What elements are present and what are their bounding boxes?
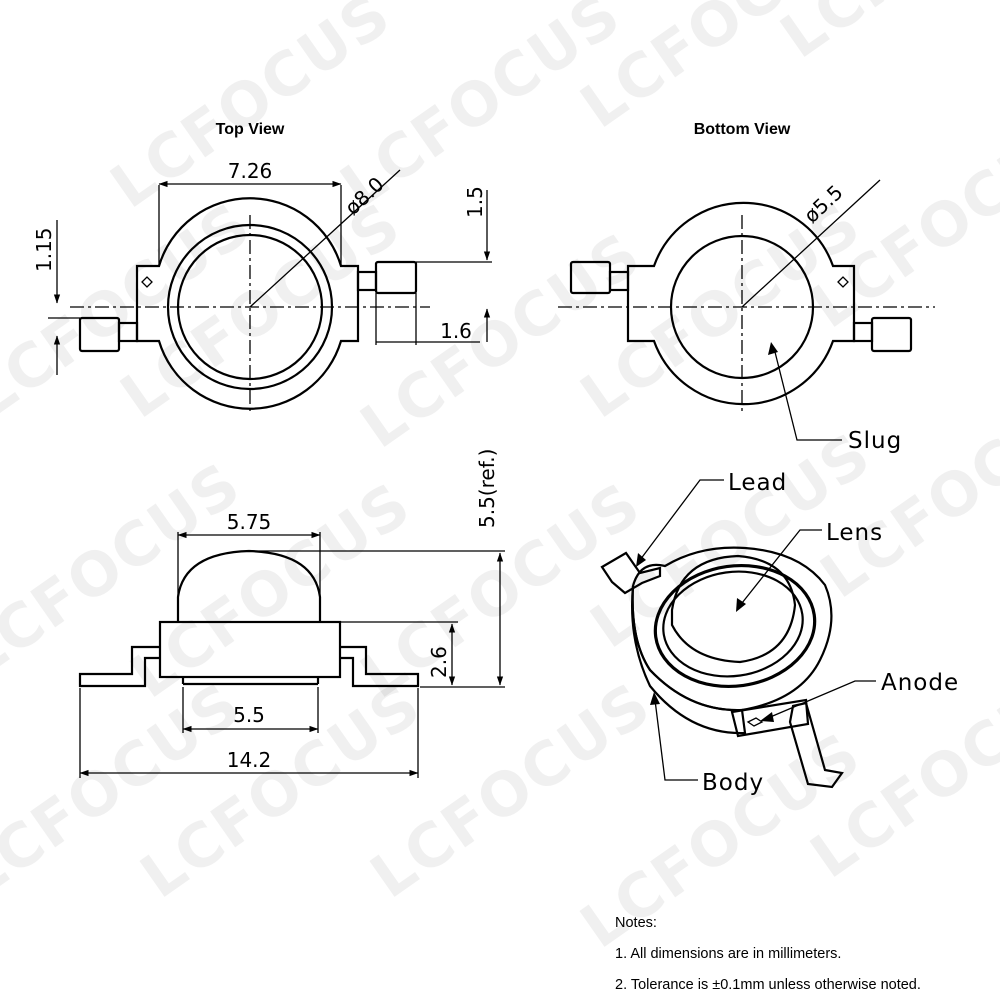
notes-heading: Notes: bbox=[615, 915, 657, 931]
lens-leader bbox=[741, 529, 822, 604]
lens-label: Lens bbox=[826, 520, 883, 546]
note-item: 1. All dimensions are in millimeters. bbox=[615, 946, 842, 962]
dim-leader-dia-5-5 bbox=[741, 179, 881, 308]
slug-leader bbox=[774, 351, 842, 441]
perspective-view: Lead Lens Anode Body bbox=[600, 470, 959, 796]
dim-label-5-75: 5.75 bbox=[227, 510, 272, 534]
top-view-left-lead bbox=[78, 316, 121, 353]
anode-leader-arrow bbox=[760, 712, 774, 722]
top-view-right-lead bbox=[374, 260, 418, 295]
bottom-view-title: Bottom View bbox=[694, 121, 791, 138]
lead-leader bbox=[639, 479, 724, 561]
perspective-right-lead bbox=[788, 701, 844, 789]
watermark: LCFOCUS LCFOCUS LCFOCUS LCFOCUS LCFOCUS … bbox=[0, 0, 1000, 962]
dim-label-7-26: 7.26 bbox=[228, 159, 273, 183]
perspective-lens-ring-inner bbox=[662, 570, 804, 678]
side-view-lens-dome bbox=[176, 549, 322, 622]
body-leader-arrow bbox=[650, 692, 660, 705]
dim-label-1-6: 1.6 bbox=[440, 319, 472, 343]
watermark-text: LCFOCUS bbox=[768, 0, 1000, 72]
perspective-left-lead bbox=[600, 551, 662, 595]
top-view-polarity-mark bbox=[141, 276, 153, 288]
dim-leader-dia-8 bbox=[249, 169, 401, 308]
dim-label-1-5: 1.5 bbox=[463, 186, 487, 218]
side-view-left-lead bbox=[78, 645, 160, 688]
lens-leader-arrow bbox=[736, 598, 746, 612]
dim-label-14-2: 14.2 bbox=[227, 748, 272, 772]
dim-label-2-6: 2.6 bbox=[427, 646, 451, 678]
perspective-lens-dome bbox=[670, 554, 797, 664]
notes-block: Notes: 1. All dimensions are in millimet… bbox=[615, 908, 995, 1000]
bottom-view-body-outline bbox=[626, 201, 856, 406]
perspective-polarity-mark bbox=[746, 717, 764, 727]
anode-leader bbox=[767, 680, 876, 719]
top-view-title: Top View bbox=[216, 121, 285, 138]
slug-leader-arrow bbox=[768, 342, 778, 355]
perspective-body-top bbox=[631, 546, 833, 712]
dim-label-1-15: 1.15 bbox=[32, 227, 56, 272]
side-view-right-lead bbox=[340, 645, 420, 688]
bottom-view-right-lead bbox=[870, 316, 913, 353]
dim-label-5-5: 5.5 bbox=[233, 703, 265, 727]
lead-leader-arrow bbox=[636, 553, 646, 567]
lead-label: Lead bbox=[728, 470, 787, 496]
perspective-anode-pad bbox=[730, 698, 810, 738]
bottom-view-left-lead bbox=[569, 260, 612, 295]
note-item: 2. Tolerance is ±0.1mm unless otherwise … bbox=[615, 977, 921, 993]
perspective-lens-ring bbox=[653, 563, 817, 689]
dim-label-5-5-ref: 5.5(ref.) bbox=[475, 449, 499, 528]
slug-label: Slug bbox=[848, 428, 902, 454]
top-view-body-outline bbox=[135, 197, 360, 410]
anode-label: Anode bbox=[881, 670, 959, 696]
body-label: Body bbox=[702, 770, 764, 796]
body-leader bbox=[654, 699, 698, 781]
side-view-body bbox=[158, 620, 342, 679]
bottom-view-polarity-mark bbox=[837, 276, 849, 288]
side-view: 5.75 5.5(ref.) 2.6 5.5 14.2 bbox=[78, 449, 505, 778]
